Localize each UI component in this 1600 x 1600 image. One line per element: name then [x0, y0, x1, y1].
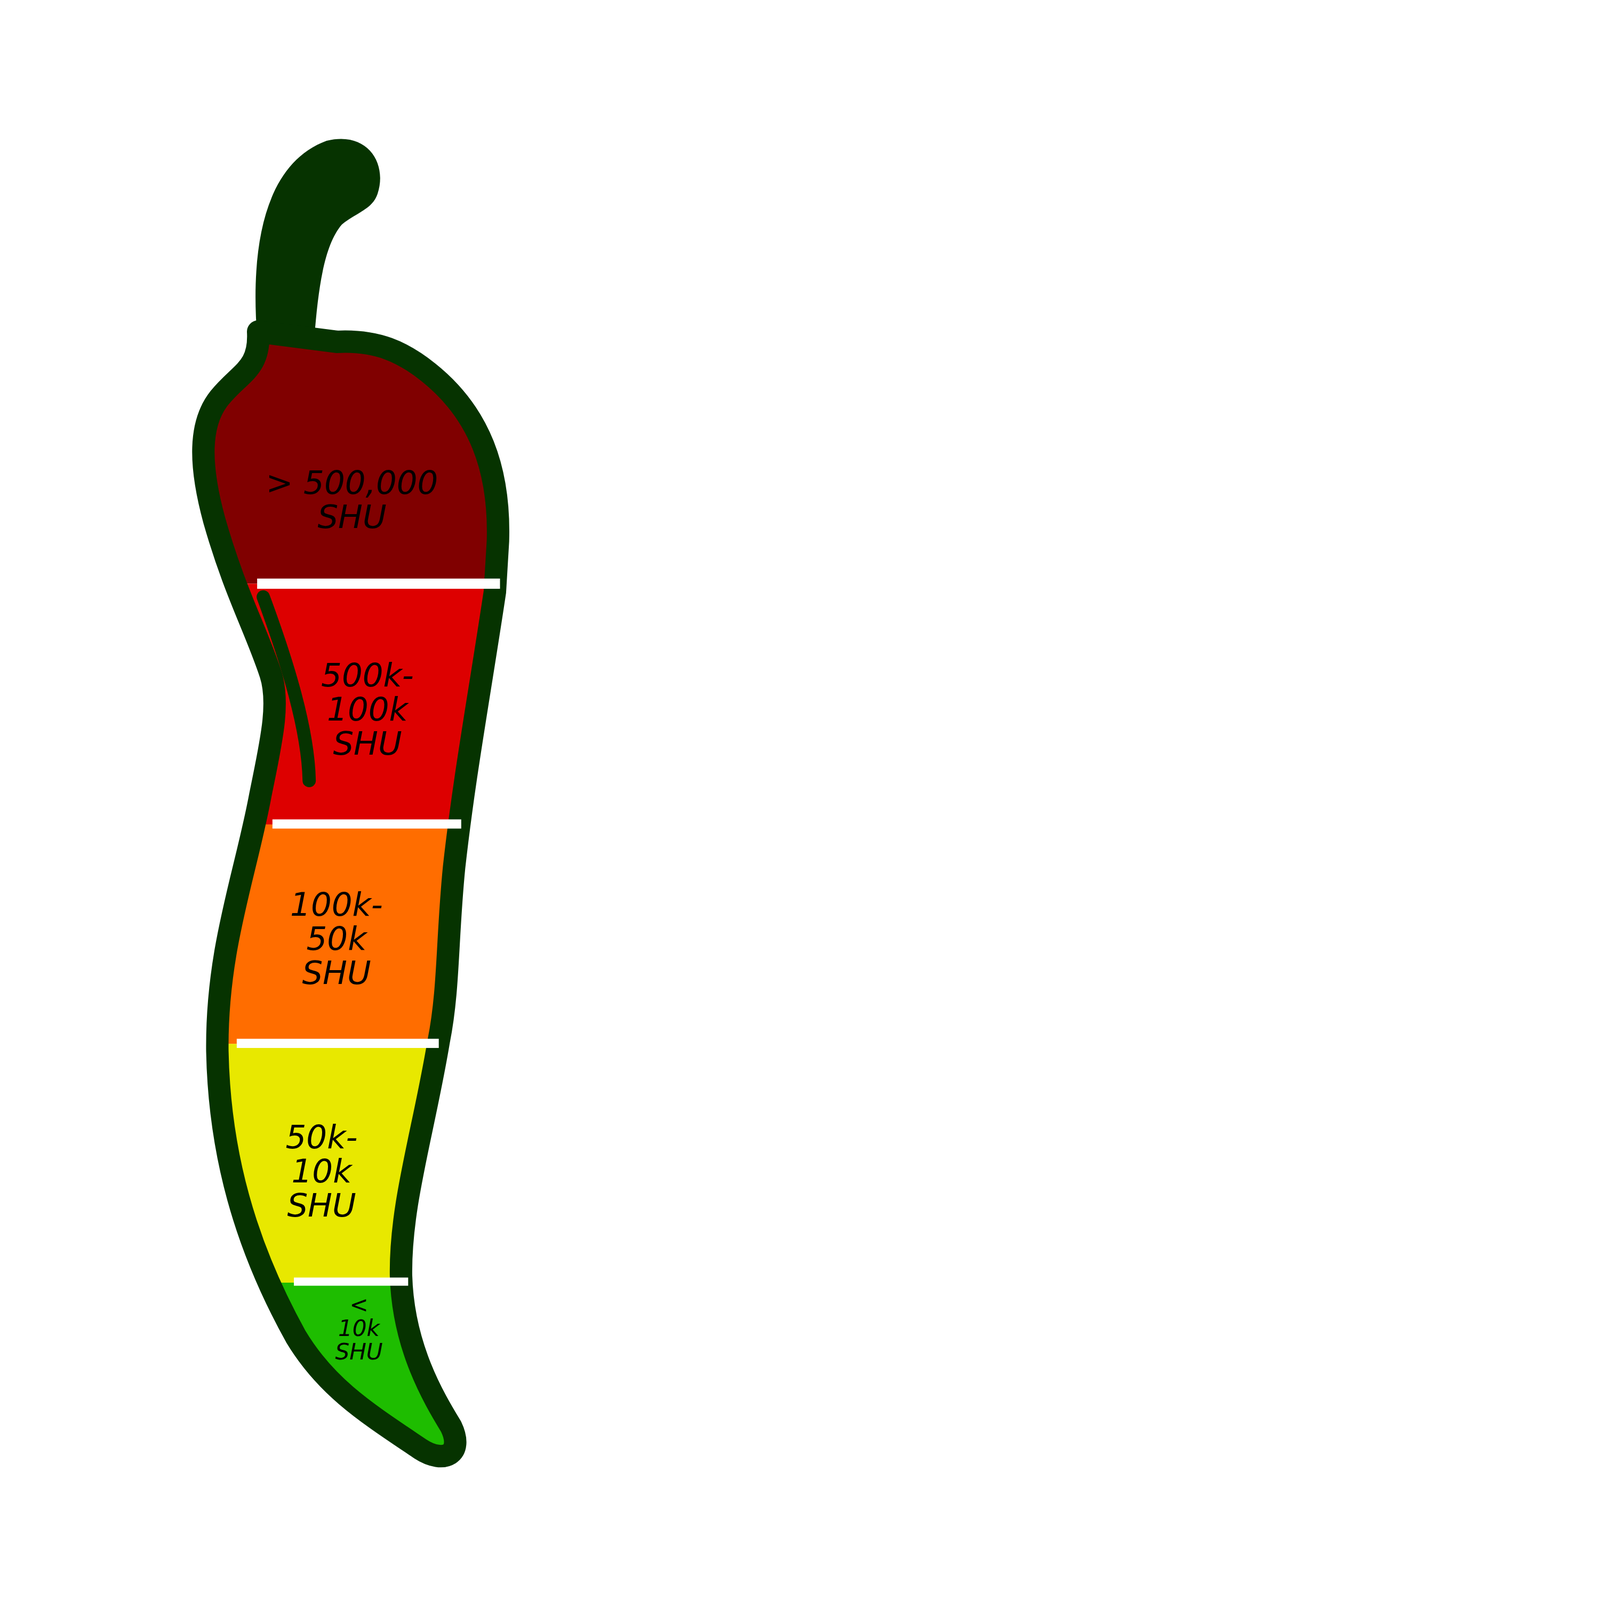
heat-band: < 10k SHU — [334, 1293, 384, 1364]
pepper-stem — [255, 138, 381, 339]
heat-band: > 500,000 SHU — [245, 465, 459, 534]
heat-band: 500k- 100k SHU — [306, 658, 429, 761]
band-divider — [236, 1038, 439, 1048]
heat-bands — [153, 306, 562, 1487]
band-divider — [272, 819, 462, 829]
heat-range-label: 100k- 50k SHU — [275, 887, 398, 990]
heat-range-label: > 500,000 SHU — [245, 465, 459, 534]
heat-range-label: < 10k SHU — [334, 1293, 384, 1364]
heat-band: 100k- 50k SHU — [275, 887, 398, 990]
pepper-outline — [203, 331, 499, 1456]
heat-range-label: 50k- 10k SHU — [268, 1120, 375, 1223]
heat-range-label: 500k- 100k SHU — [306, 658, 429, 761]
heat-band: 50k- 10k SHU — [268, 1120, 375, 1223]
band-divider — [257, 578, 500, 589]
band-divider — [293, 1277, 408, 1286]
band-fill — [153, 1282, 562, 1487]
pepper-fold — [263, 596, 310, 781]
